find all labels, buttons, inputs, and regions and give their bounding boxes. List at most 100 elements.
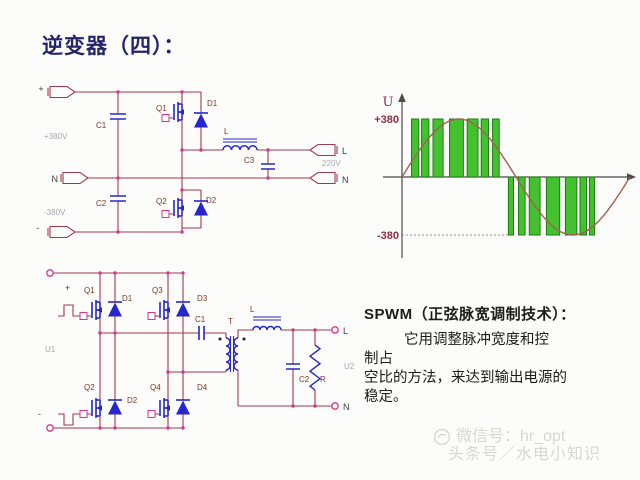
label-d2: D2 [127, 396, 138, 405]
label-q2: Q2 [84, 383, 95, 392]
full-bridge-junctions [98, 271, 317, 430]
label-v-neg: -380V [44, 208, 66, 217]
label-d1: D1 [207, 99, 218, 108]
label-d2: D2 [206, 196, 217, 205]
pwm-pulse-bar [421, 118, 430, 178]
capacitor-c2 [110, 195, 126, 202]
label-n-out: N [342, 175, 349, 185]
label-l-out: L [343, 326, 348, 336]
label-t: T [228, 317, 233, 326]
diode-d2 [107, 391, 123, 425]
resistor-r [308, 344, 322, 391]
label-minus: - [38, 409, 41, 419]
half-bridge-junctions [116, 90, 270, 234]
y-axis-label: U [383, 95, 394, 110]
label-u-in: U1 [45, 345, 56, 354]
spwm-chart: +380 -380 U [374, 93, 636, 258]
label-d1: D1 [122, 294, 133, 303]
spwm-text-block: SPWM（正弦脉宽调制技术）： 它用调整脉冲宽度和控 制占 空比的方法，来达到输… [364, 303, 640, 407]
label-plus: + [65, 283, 70, 293]
label-c2: C2 [96, 199, 107, 208]
port-n-out [309, 171, 338, 185]
half-bridge-circuit: + +380V N -380V - C1 C2 Q1 Q2 D1 D2 L C3… [37, 84, 349, 239]
spwm-line-1: 它用调整脉冲宽度和控 [404, 332, 549, 348]
port-n-in [60, 171, 89, 185]
pwm-pulse-bar [432, 118, 444, 178]
pwm-pulse-bar [579, 176, 588, 236]
label-l-filter: L [250, 305, 255, 314]
terminal-n-out [331, 402, 339, 410]
y-axis-arrow [398, 93, 406, 102]
pwm-pulse-bar [564, 176, 578, 236]
terminal-l-out [331, 326, 339, 334]
spwm-line-4: 稳定。 [364, 389, 408, 405]
y-tick-pos380: +380 [374, 114, 399, 126]
pwm-pulse-bar [492, 118, 500, 178]
watermark-line-2: 头条号／水电小知识 [448, 446, 602, 463]
sine-reference-curve [401, 118, 631, 236]
gate-pulse-negative [57, 413, 79, 426]
pwm-pulse-bar [466, 118, 479, 178]
capacitor-c1 [110, 113, 126, 120]
wechat-icon [433, 428, 451, 446]
inductor-l [222, 138, 258, 151]
label-l-out: L [342, 146, 347, 156]
pwm-pulse-bar [507, 176, 514, 236]
label-q1: Q1 [156, 104, 167, 113]
label-q3: Q3 [152, 286, 163, 295]
label-c1: C1 [195, 315, 206, 324]
label-n-out: N [343, 402, 350, 412]
watermark-line-1: 微信号：hr_opt [433, 428, 601, 446]
label-q4: Q4 [150, 383, 161, 392]
label-v-pos: +380V [44, 132, 68, 141]
terminal-dc-minus [46, 424, 54, 432]
label-d3: D3 [197, 294, 208, 303]
watermark: 微信号：hr_opt 头条号／水电小知识 [433, 428, 601, 464]
label-plus: + [38, 84, 43, 94]
label-q2: Q2 [156, 197, 167, 206]
full-bridge-wires [53, 272, 335, 429]
capacitor-c2-output [286, 363, 300, 370]
label-c2: C2 [299, 375, 310, 384]
terminal-dc-plus [46, 269, 54, 277]
pwm-pulse-bar [589, 176, 596, 236]
spwm-line-2: 制占 [364, 351, 393, 367]
mosfet-q2 [79, 391, 103, 425]
label-c3: C3 [244, 156, 255, 165]
label-minus: - [37, 223, 40, 233]
pwm-pulse-bar [411, 118, 420, 178]
half-bridge-wires [75, 91, 310, 233]
label-u-out: U2 [344, 362, 355, 371]
diode-d4 [175, 391, 191, 425]
pwm-pulse-bar [480, 118, 490, 178]
label-q1: Q1 [84, 286, 95, 295]
label-n-in: N [52, 174, 59, 184]
capacitor-c1-series [198, 326, 205, 340]
pwm-pulse-bar [545, 176, 561, 236]
label-r: R [320, 375, 326, 384]
pwm-pulse-bar [518, 176, 526, 236]
label-v-out: 220V [322, 159, 341, 168]
capacitor-c3 [261, 163, 275, 170]
diode-d3 [175, 293, 191, 327]
mosfet-q4 [147, 391, 171, 425]
page-title: 逆变器（四）： [42, 35, 186, 58]
port-plus [47, 85, 76, 99]
pwm-pulse-bar [449, 118, 464, 178]
label-d4: D4 [197, 383, 208, 392]
mosfet-q1 [79, 293, 103, 327]
y-tick-neg380: -380 [377, 230, 399, 242]
diode-d1 [107, 293, 123, 327]
label-l-filter: L [224, 127, 229, 136]
diode-d1 [193, 104, 209, 138]
mosfet-q3 [147, 293, 171, 327]
port-l-out [309, 143, 338, 157]
spwm-heading: SPWM（正弦脉宽调制技术）： [364, 306, 576, 323]
gate-pulse-positive [57, 304, 79, 317]
spwm-line-3: 空比的方法，来达到输出电源的 [364, 370, 567, 386]
inductor-l-output [252, 316, 282, 331]
wechat-id: 微信号：hr_opt [456, 428, 566, 445]
transformer-t [218, 336, 246, 372]
